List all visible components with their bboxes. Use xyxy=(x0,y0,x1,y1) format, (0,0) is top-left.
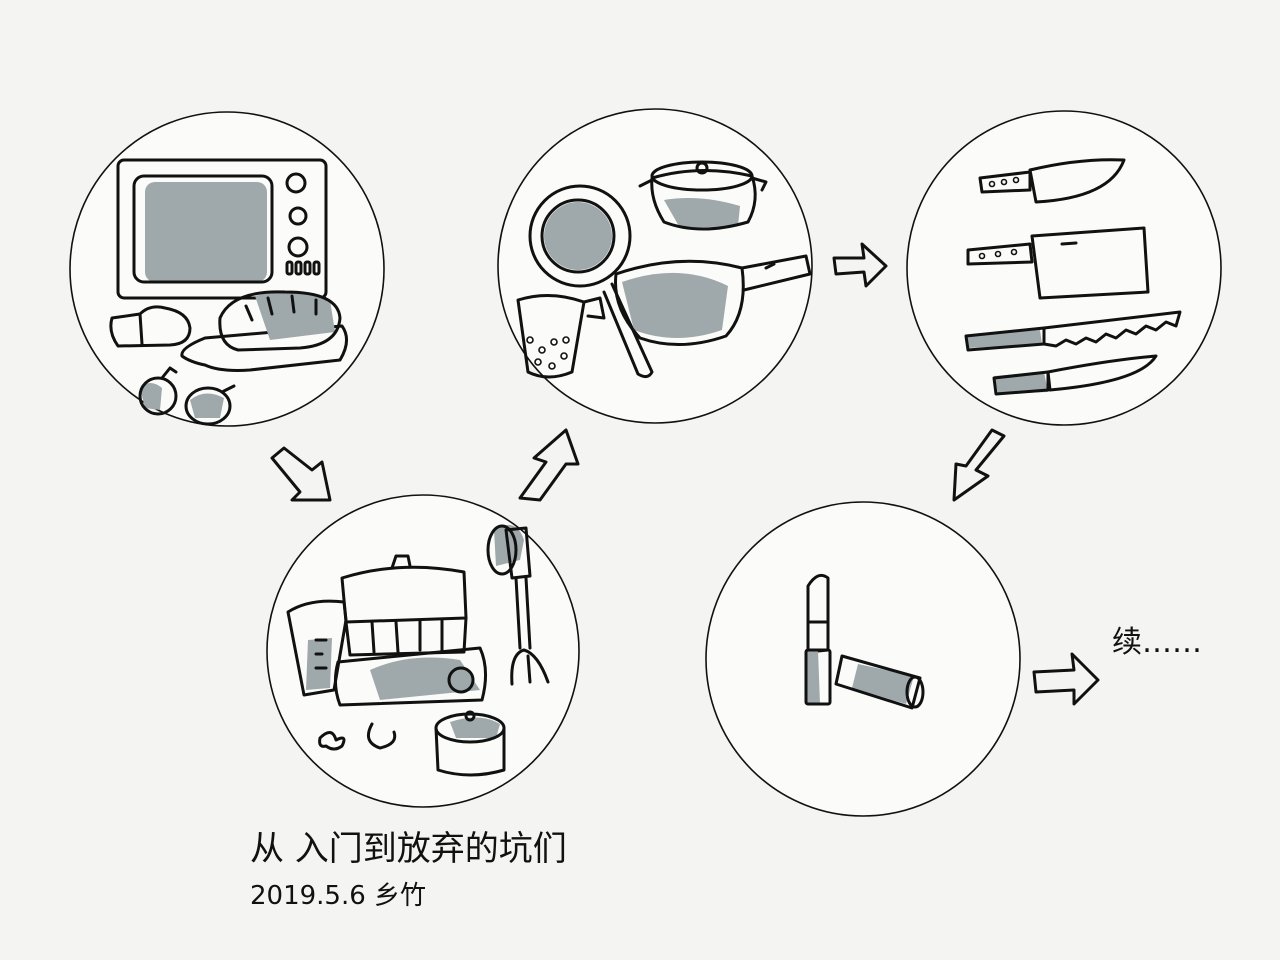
cutting-board-icon xyxy=(180,324,348,372)
caption-title: 从 入门到放弃的坑们 xyxy=(250,829,567,869)
oven-icon xyxy=(116,158,328,300)
cleaver-icon xyxy=(966,226,1150,300)
panel-appliances xyxy=(266,494,580,808)
lipstick-icon xyxy=(804,573,925,710)
strainer-icon xyxy=(516,293,606,379)
oven-mitt-icon xyxy=(109,305,192,348)
panel-baking xyxy=(69,111,385,427)
small-pot-icon xyxy=(434,710,506,777)
arrow-right-2 xyxy=(1032,652,1100,706)
bread-knife-icon xyxy=(964,310,1182,352)
panel-cookware xyxy=(497,108,813,424)
measuring-cup-icon xyxy=(286,599,348,697)
arrow-down-right xyxy=(270,446,332,502)
frying-pan-icon xyxy=(528,184,654,379)
continued-text: 续…… xyxy=(1112,625,1202,660)
fruit-icon xyxy=(138,366,236,426)
arrow-down-left xyxy=(952,428,1006,502)
panel-lipstick xyxy=(705,501,1021,817)
saucepan-icon xyxy=(614,254,812,346)
arrow-up-right xyxy=(518,428,580,502)
casserole-pot-icon xyxy=(638,160,768,231)
panel-knives xyxy=(906,110,1222,426)
paring-knife-icon xyxy=(992,354,1158,396)
food-processor-icon xyxy=(333,554,487,707)
caption-date-signature: 2019.5.6 乡竹 xyxy=(250,881,426,911)
blade-parts-icon xyxy=(318,722,397,751)
arrow-right-1 xyxy=(832,242,888,288)
bread-icon xyxy=(218,290,342,352)
hand-mixer-icon xyxy=(486,524,550,686)
chef-knife-icon xyxy=(978,158,1126,204)
